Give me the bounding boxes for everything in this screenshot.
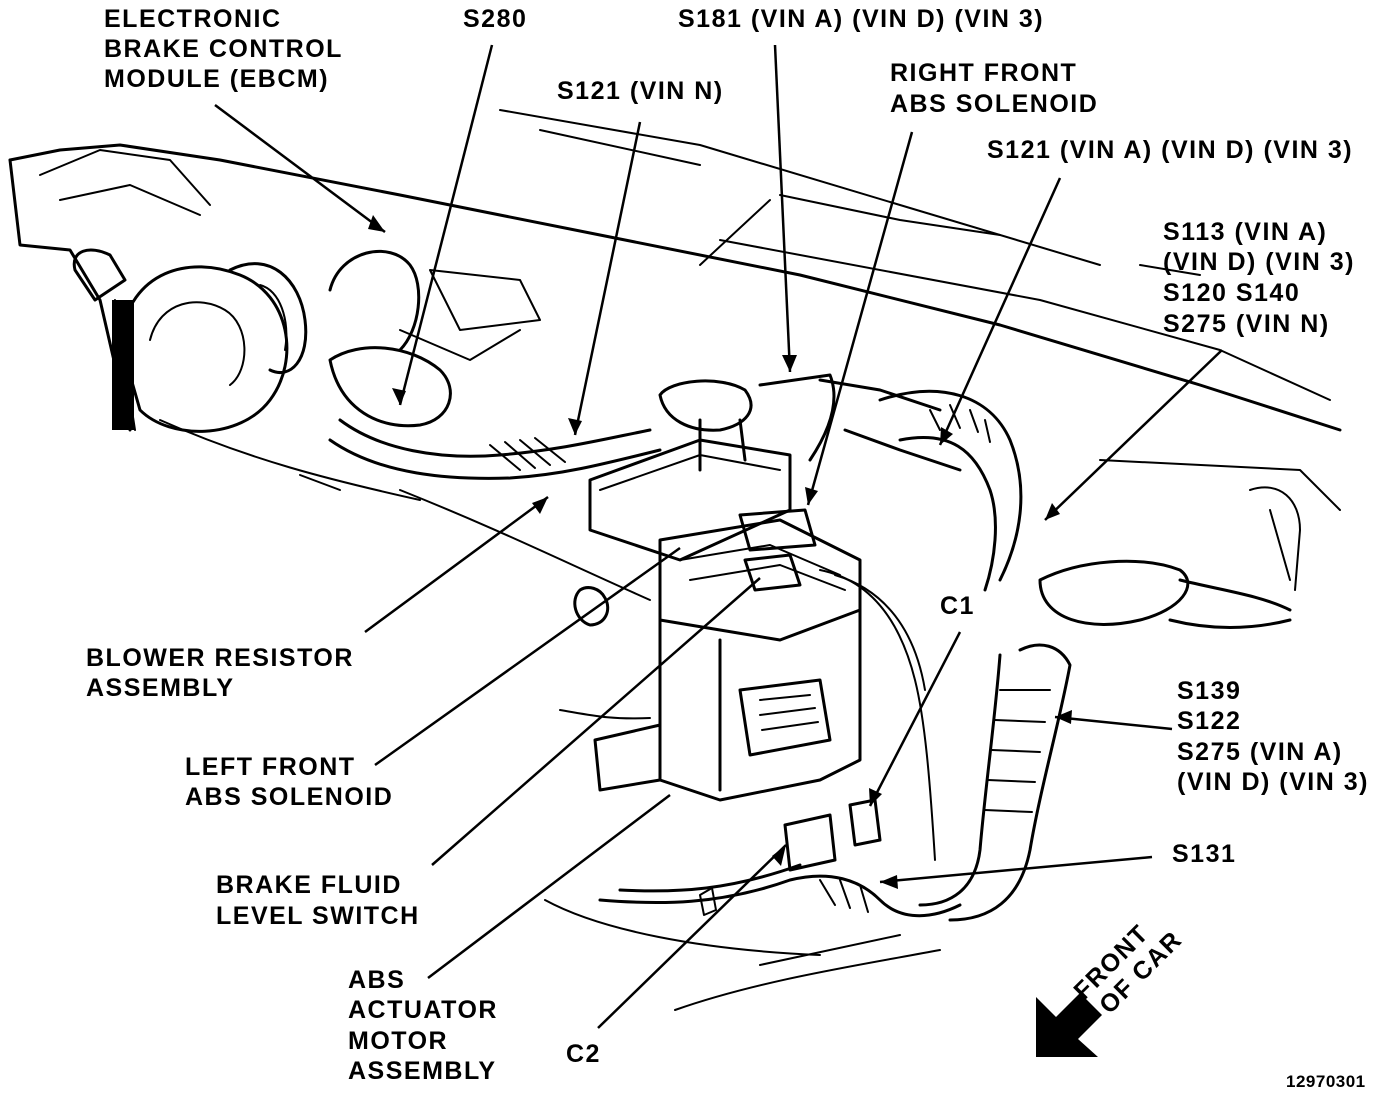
engine-bay-illustration	[8, 109, 1342, 1011]
label-brake-fluid-switch-line1: BRAKE FLUID	[216, 871, 402, 899]
reference-number: 12970301	[1286, 1072, 1366, 1091]
label-actuator-line3: MOTOR	[348, 1027, 448, 1055]
leader-arrowheads	[368, 215, 1072, 889]
label-s113-line3: S120 S140	[1163, 279, 1300, 307]
label-s181: S181 (VIN A) (VIN D) (VIN 3)	[678, 5, 1044, 33]
label-s113-line2: (VIN D) (VIN 3)	[1163, 248, 1355, 276]
leader-lines	[214, 44, 1223, 1029]
label-s139-line3: S275 (VIN A)	[1177, 738, 1343, 766]
label-blower-resistor-line2: ASSEMBLY	[86, 674, 235, 702]
label-brake-fluid-switch-line2: LEVEL SWITCH	[216, 902, 420, 930]
label-left-front-solenoid-line1: LEFT FRONT	[185, 753, 356, 781]
front-of-car-indicator: FRONT OF CAR	[1036, 919, 1188, 1057]
label-left-front-solenoid-line2: ABS SOLENOID	[185, 783, 393, 811]
label-s121-vin-n: S121 (VIN N)	[557, 77, 724, 105]
label-s139-line4: (VIN D) (VIN 3)	[1177, 768, 1369, 796]
front-of-car-arrow-icon	[1036, 993, 1102, 1057]
label-right-front-solenoid-line2: ABS SOLENOID	[890, 90, 1098, 118]
label-s121-vin-a: S121 (VIN A) (VIN D) (VIN 3)	[987, 136, 1353, 164]
label-right-front-solenoid-line1: RIGHT FRONT	[890, 59, 1077, 87]
label-ebcm-line1: ELECTRONIC	[104, 5, 282, 33]
callout-labels: ELECTRONIC BRAKE CONTROL MODULE (EBCM) S…	[86, 5, 1369, 1091]
label-actuator-line4: ASSEMBLY	[348, 1057, 497, 1085]
label-s280: S280	[463, 5, 527, 33]
label-c2: C2	[566, 1040, 601, 1068]
label-c1: C1	[940, 592, 975, 620]
label-actuator-line2: ACTUATOR	[348, 996, 498, 1024]
label-s139-line2: S122	[1177, 707, 1241, 735]
label-s113-line4: S275 (VIN N)	[1163, 310, 1330, 338]
label-s139-line1: S139	[1177, 677, 1241, 705]
label-blower-resistor-line1: BLOWER RESISTOR	[86, 644, 354, 672]
label-ebcm-line2: BRAKE CONTROL	[104, 35, 343, 63]
label-s131: S131	[1172, 840, 1236, 868]
label-ebcm-line3: MODULE (EBCM)	[104, 65, 329, 93]
label-actuator-line1: ABS	[348, 966, 405, 994]
label-s113-line1: S113 (VIN A)	[1163, 218, 1327, 246]
